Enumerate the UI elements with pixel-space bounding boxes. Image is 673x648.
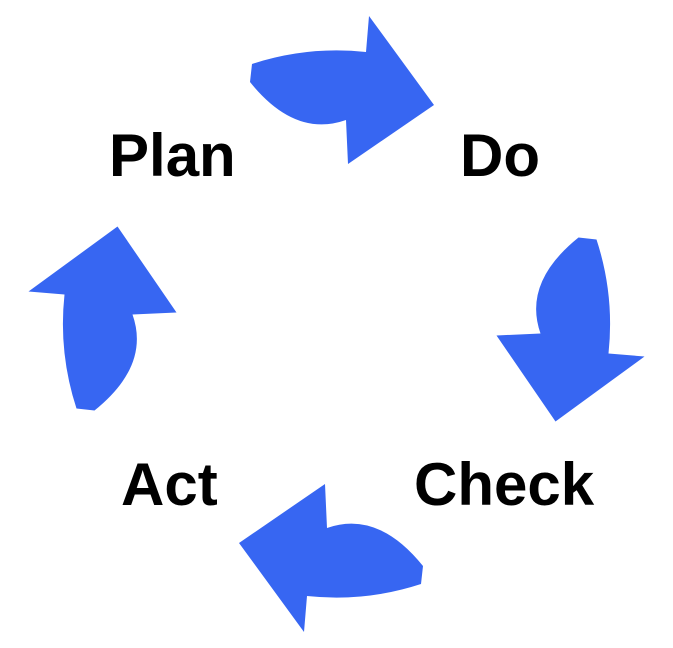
step-label-do: Do [460,122,540,189]
curved-arrow-act-to-plan-icon [28,226,177,411]
step-label-act: Act [121,451,218,518]
curved-arrow-check-to-act-icon [239,484,423,632]
step-label-plan: Plan [109,122,236,189]
step-label-check: Check [414,451,595,518]
curved-arrow-plan-to-do-icon [250,16,434,164]
curved-arrow-do-to-check-icon [496,237,645,422]
